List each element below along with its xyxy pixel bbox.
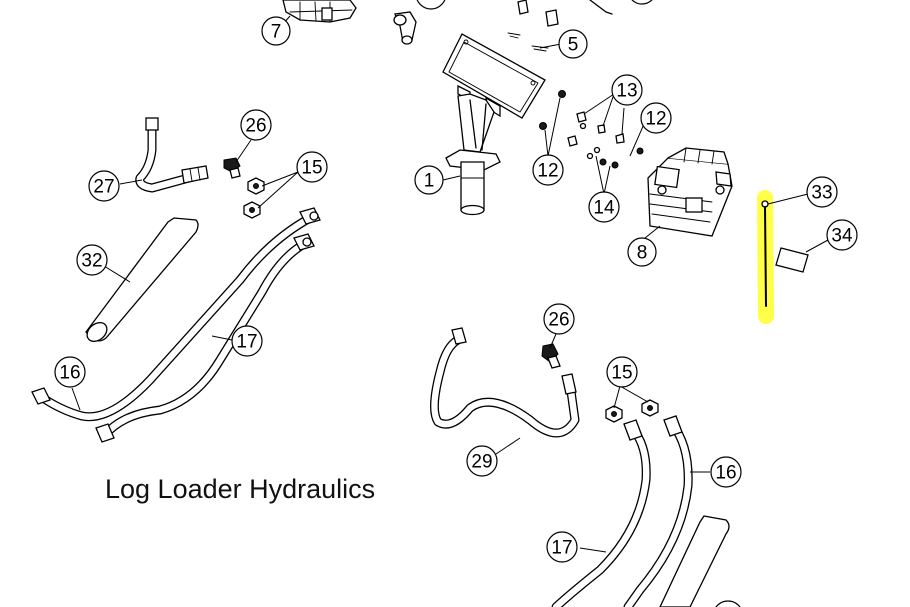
svg-text:16: 16 bbox=[715, 463, 736, 484]
hardware-fasteners bbox=[539, 90, 644, 169]
callout-33: 33 bbox=[806, 176, 838, 208]
callout-clipped-bottom bbox=[715, 600, 741, 607]
callout-16-lower: 16 bbox=[710, 456, 742, 488]
callout-15-upper: 15 bbox=[296, 151, 328, 183]
callout-16-upper: 16 bbox=[54, 356, 86, 388]
hose-29-part bbox=[430, 327, 580, 438]
svg-text:15: 15 bbox=[301, 158, 322, 179]
callout-26-lower: 26 bbox=[543, 303, 575, 335]
small-parts-top bbox=[507, 0, 613, 52]
plate-part bbox=[775, 247, 809, 273]
hose-sleeve-lower bbox=[659, 515, 730, 607]
callout-17-lower: 17 bbox=[546, 531, 578, 563]
callout-5: 5 bbox=[558, 29, 588, 59]
callout-clipped-top-right bbox=[631, 0, 653, 5]
nuts-upper-left bbox=[243, 177, 265, 219]
hose-16-upper bbox=[31, 207, 321, 422]
control-tower-part bbox=[442, 33, 546, 216]
callout-7: 7 bbox=[261, 16, 291, 46]
valve-bank-part bbox=[282, 0, 357, 23]
leader-lines bbox=[71, 15, 829, 553]
bent-tube-part bbox=[135, 117, 209, 193]
callout-29: 29 bbox=[466, 445, 498, 477]
svg-text:32: 32 bbox=[81, 251, 102, 272]
svg-text:16: 16 bbox=[59, 363, 80, 384]
svg-text:15: 15 bbox=[611, 363, 632, 384]
callout-1: 1 bbox=[414, 165, 444, 195]
fitting-upper-left bbox=[223, 157, 241, 179]
diagram-title: Log Loader Hydraulics bbox=[105, 474, 376, 504]
svg-text:26: 26 bbox=[245, 116, 266, 137]
hose-17-lower bbox=[551, 419, 651, 607]
svg-text:7: 7 bbox=[271, 22, 282, 43]
svg-text:5: 5 bbox=[568, 35, 579, 56]
svg-text:17: 17 bbox=[236, 332, 257, 353]
callout-15-lower: 15 bbox=[606, 356, 638, 388]
callout-13: 13 bbox=[611, 74, 643, 106]
svg-text:27: 27 bbox=[93, 177, 114, 198]
hose-16-lower bbox=[623, 415, 693, 607]
elbow-fitting-top bbox=[393, 11, 417, 45]
callout-14: 14 bbox=[588, 191, 620, 223]
svg-text:29: 29 bbox=[471, 452, 492, 473]
svg-text:17: 17 bbox=[551, 538, 572, 559]
hose-sleeve-part bbox=[85, 217, 199, 343]
svg-text:33: 33 bbox=[811, 183, 832, 204]
callout-32: 32 bbox=[76, 244, 108, 276]
control-valve-part bbox=[647, 147, 733, 237]
callout-27: 27 bbox=[88, 170, 120, 202]
svg-text:34: 34 bbox=[831, 226, 853, 247]
svg-text:12: 12 bbox=[537, 161, 558, 182]
callout-17-upper: 17 bbox=[231, 325, 263, 357]
svg-text:12: 12 bbox=[645, 109, 666, 130]
callout-26-upper: 26 bbox=[240, 109, 272, 141]
callout-34: 34 bbox=[826, 219, 858, 251]
callout-8: 8 bbox=[627, 237, 657, 267]
svg-text:8: 8 bbox=[637, 243, 648, 264]
fitting-lower bbox=[541, 343, 561, 369]
svg-text:1: 1 bbox=[424, 171, 435, 192]
hose-17-upper bbox=[95, 233, 315, 443]
callout-clipped-top bbox=[416, 0, 446, 10]
callout-12-left: 12 bbox=[532, 154, 564, 186]
nuts-lower bbox=[605, 399, 659, 423]
svg-text:26: 26 bbox=[548, 310, 569, 331]
svg-text:14: 14 bbox=[593, 198, 615, 219]
callout-12-right: 12 bbox=[640, 102, 672, 134]
svg-text:13: 13 bbox=[616, 81, 637, 102]
